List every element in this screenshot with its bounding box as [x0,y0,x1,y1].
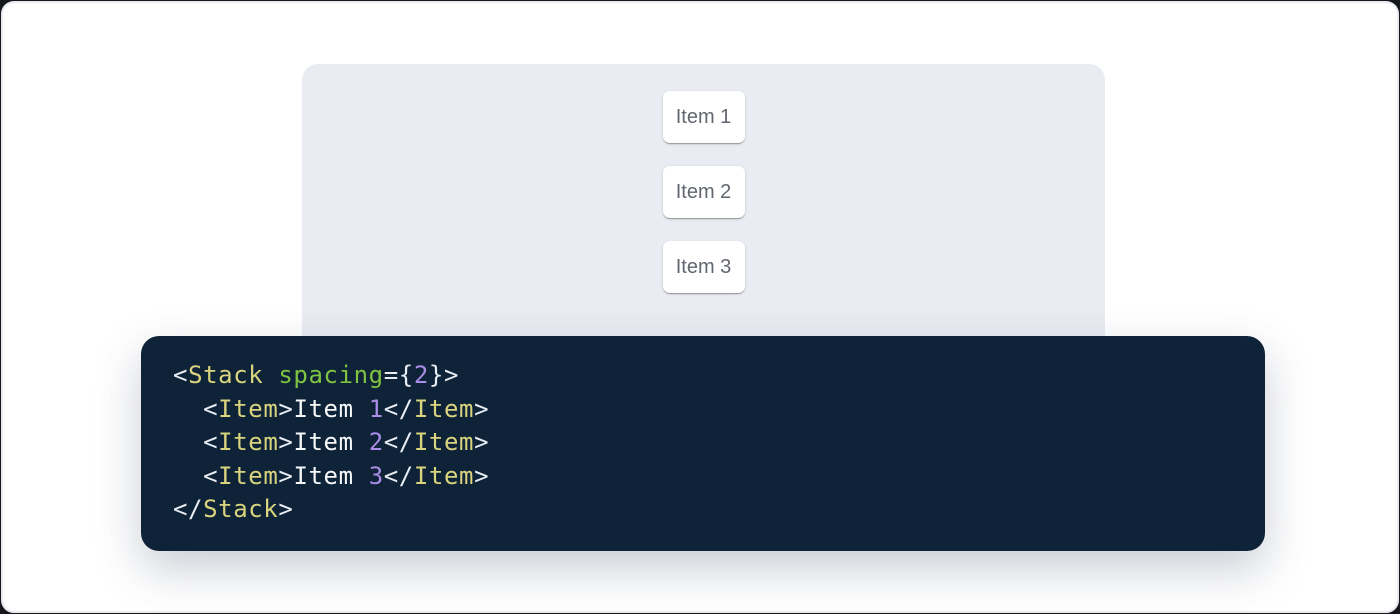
code-token-plain: Item [293,462,368,490]
code-token-punctuation: < [203,428,218,456]
code-token-plain [173,395,203,423]
code-token-tag: Item [414,428,474,456]
stack-demo-panel: Item 1 Item 2 Item 3 [302,64,1105,364]
code-line: <Item>Item 2</Item> [173,426,1241,460]
code-token-punctuation: > [474,462,489,490]
stack-item: Item 1 [663,91,745,143]
code-token-number: 2 [414,361,429,389]
code-token-punctuation: > [278,395,293,423]
code-token-number: 1 [369,395,384,423]
code-token-number: 3 [369,462,384,490]
code-token-punctuation: < [173,361,188,389]
code-token-tag: Item [218,428,278,456]
stack-item: Item 2 [663,166,745,218]
code-line: <Item>Item 3</Item> [173,460,1241,494]
code-token-plain [173,428,203,456]
code-token-attr-name: spacing [278,361,383,389]
code-token-tag: Item [414,395,474,423]
code-token-plain: Item [293,395,368,423]
code-token-punctuation: </ [384,462,414,490]
code-line: <Stack spacing={2}> [173,359,1241,393]
code-token-punctuation: > [278,428,293,456]
code-token-tag: Item [414,462,474,490]
code-token-punctuation: </ [384,395,414,423]
stack-item: Item 3 [663,241,745,293]
code-token-punctuation: < [203,462,218,490]
code-token-punctuation: < [203,395,218,423]
code-line: </Stack> [173,493,1241,527]
code-token-punctuation: ={ [384,361,414,389]
code-token-plain [263,361,278,389]
code-token-number: 2 [369,428,384,456]
code-token-punctuation: }> [429,361,459,389]
code-token-punctuation: </ [384,428,414,456]
code-token-punctuation: > [474,395,489,423]
code-token-punctuation: > [474,428,489,456]
code-token-plain [173,462,203,490]
code-block: <Stack spacing={2}> <Item>Item 1</Item> … [141,336,1265,551]
code-token-punctuation: > [278,495,293,523]
code-token-plain: Item [293,428,368,456]
code-lines: <Stack spacing={2}> <Item>Item 1</Item> … [173,359,1241,527]
code-token-tag: Stack [203,495,278,523]
stack-container: Item 1 Item 2 Item 3 [302,64,1105,293]
code-token-punctuation: > [278,462,293,490]
code-token-tag: Item [218,395,278,423]
code-token-tag: Stack [188,361,263,389]
code-token-tag: Item [218,462,278,490]
code-token-punctuation: </ [173,495,203,523]
code-line: <Item>Item 1</Item> [173,393,1241,427]
